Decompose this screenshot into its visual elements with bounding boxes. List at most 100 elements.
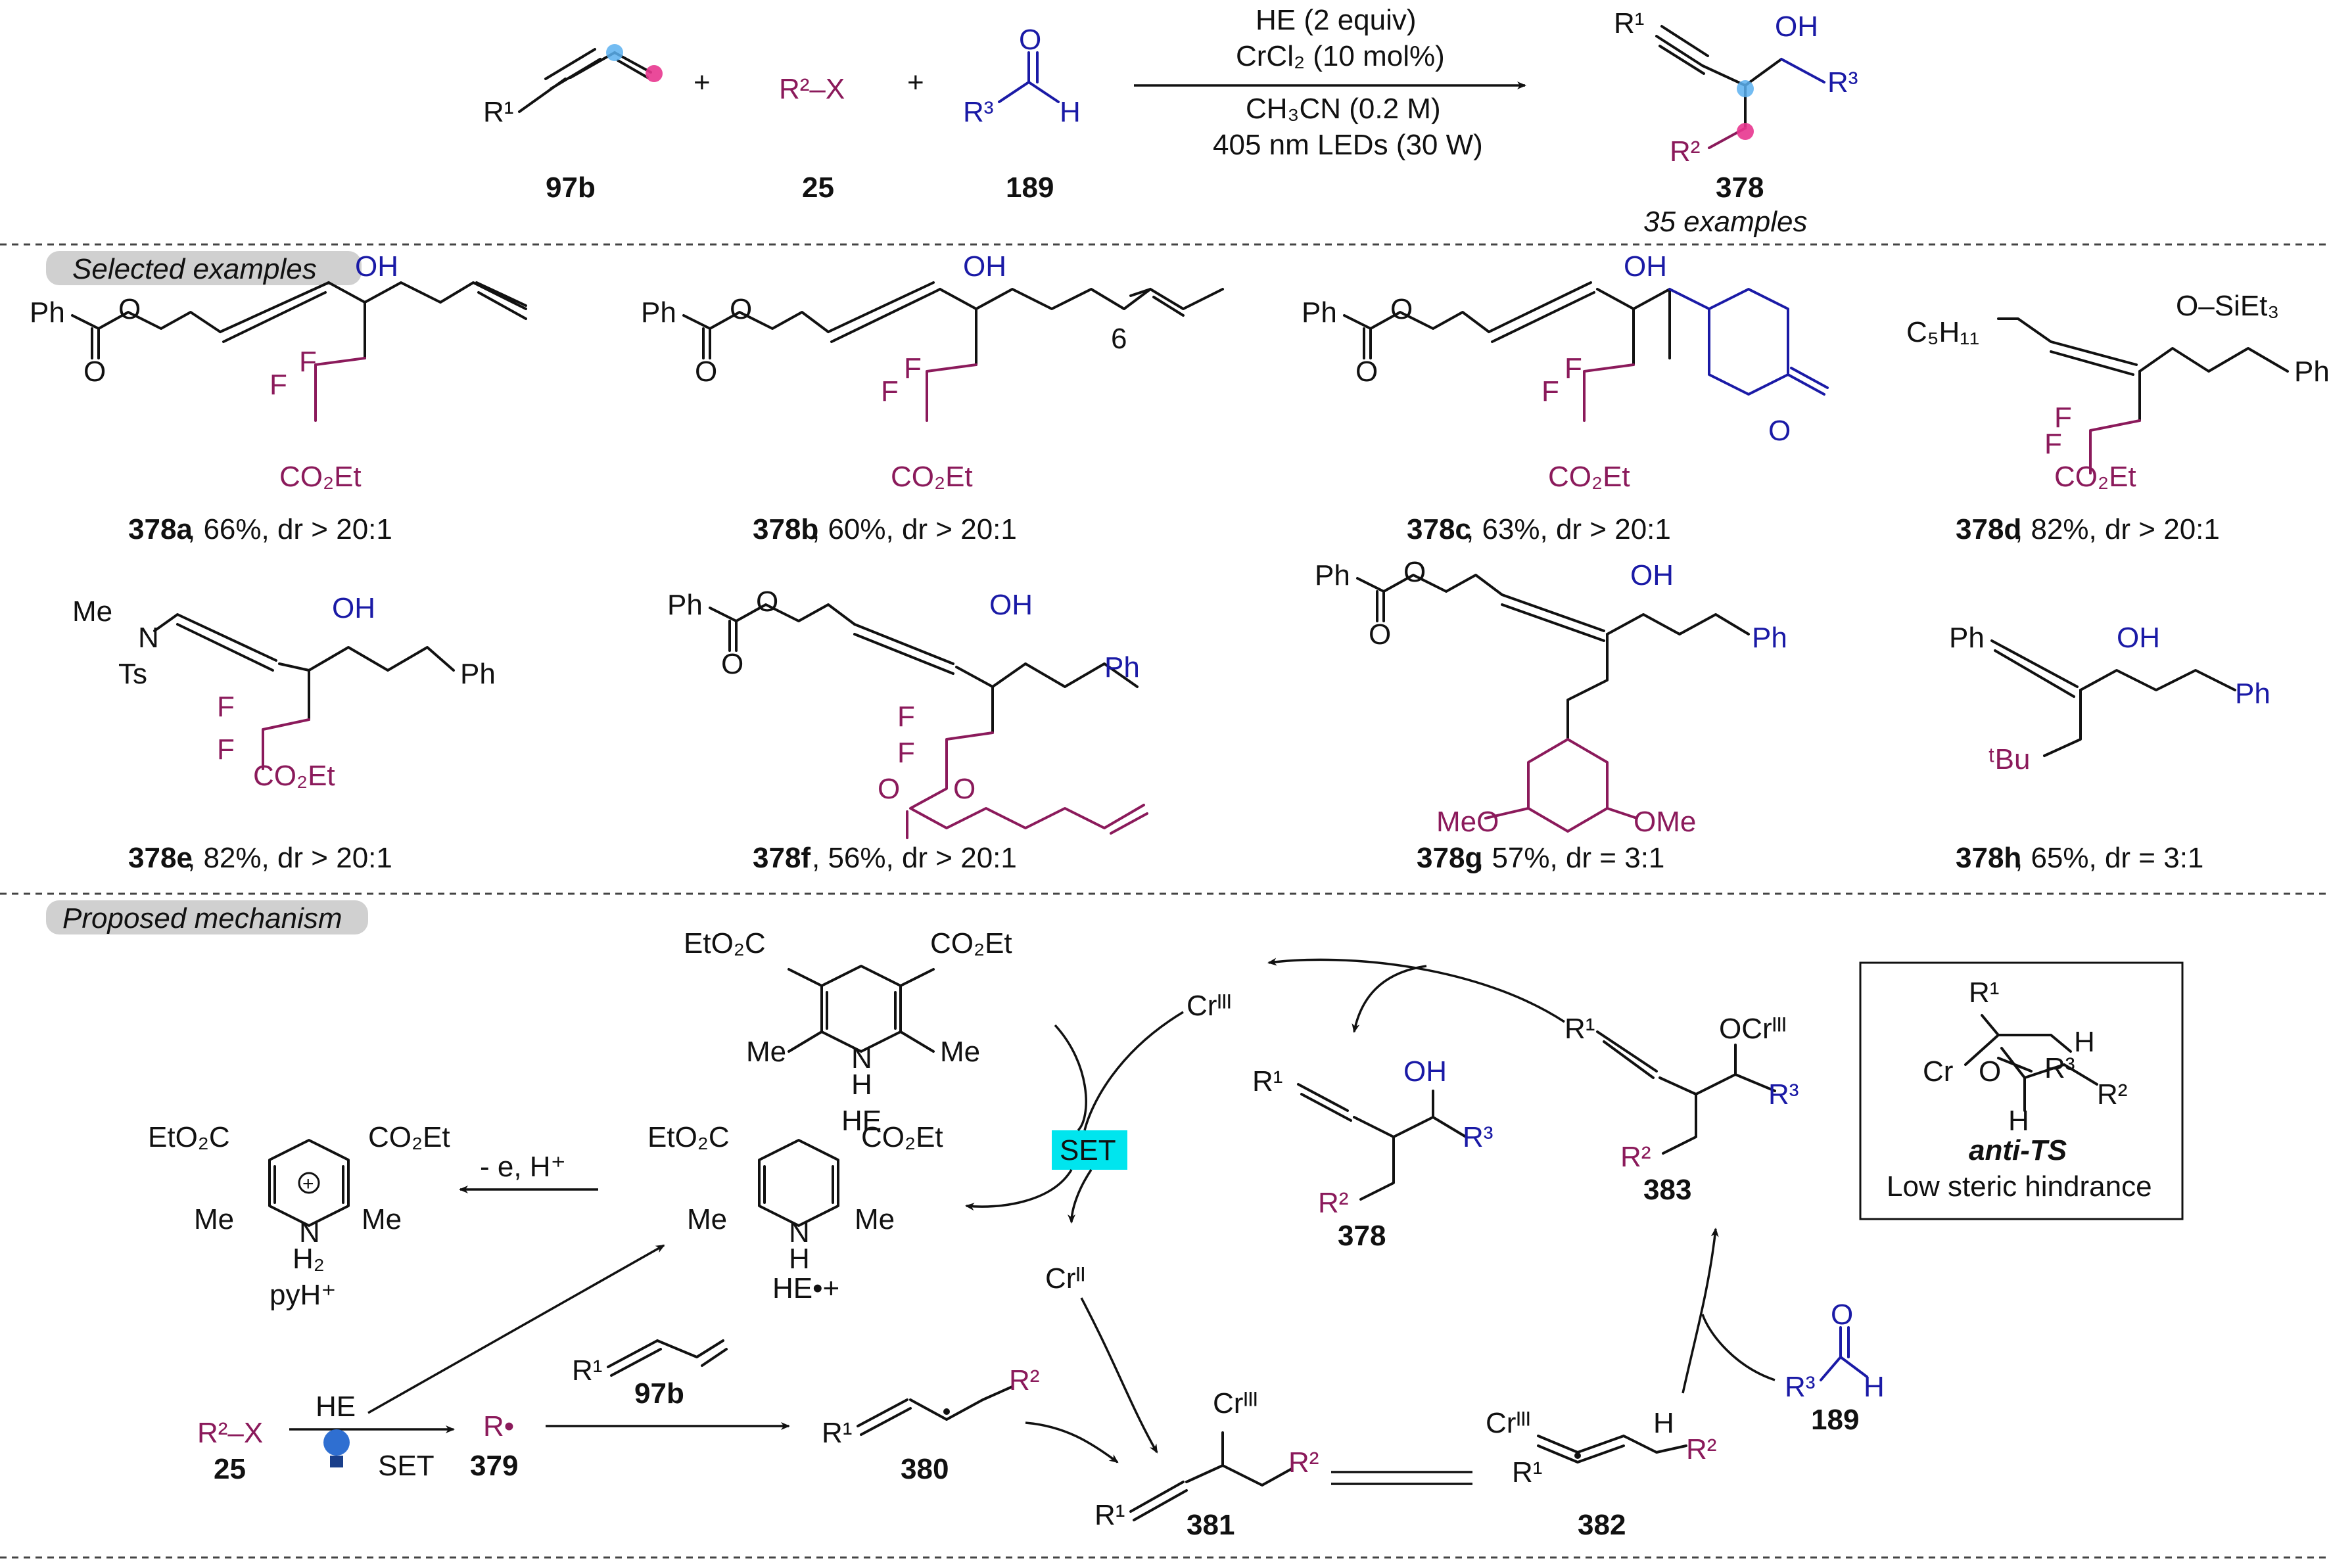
section-selected-examples: Selected examples	[72, 253, 317, 285]
ts-subtitle: Low steric hindrance	[1887, 1170, 2152, 1203]
label-97b-mech: 97b	[634, 1377, 684, 1410]
label-380: 380	[901, 1453, 949, 1485]
label-25: 25	[214, 1453, 246, 1485]
methyl-left: Me	[687, 1203, 727, 1235]
radical-capture-arrow	[1025, 1421, 1119, 1464]
plus-sign: +	[694, 66, 711, 99]
fluoro: F	[881, 375, 899, 407]
carbonyl-o-2: O	[878, 773, 900, 805]
he-oxidation-arrow	[367, 1244, 665, 1414]
example-id: 378f	[753, 842, 811, 874]
reagent-25: R²–X 25	[779, 73, 845, 204]
pink-radical-dot	[646, 65, 663, 82]
product-378-mech: R¹ OH R³ R² 378	[1252, 1055, 1493, 1252]
reaction-arrow: HE (2 equiv) CrCl₂ (10 mol%) CH₃CN (0.2 …	[1134, 4, 1526, 161]
example-id: 378g	[1417, 842, 1482, 874]
hantzsch-ester: EtO₂C CO₂Et Me Me N H HE	[684, 927, 1012, 1137]
reagent-label-97b: 97b	[546, 172, 596, 204]
ph-group: Ph	[1302, 296, 1337, 329]
he-radical-cation: EtO₂C CO₂Et Me Me N H HE•+	[647, 1121, 943, 1304]
r3-label: R³	[1463, 1121, 1493, 1153]
nh-h: H	[789, 1243, 810, 1275]
minus-e-label: - e, H⁺	[480, 1151, 566, 1183]
example-caption: , 65%, dr = 3:1	[2015, 842, 2203, 874]
ph-group-2: Ph	[1104, 651, 1140, 683]
nh: N	[851, 1042, 872, 1074]
fluoro-2: F	[217, 733, 235, 766]
ester-right: CO₂Et	[861, 1121, 943, 1153]
r1-label: R¹	[1512, 1456, 1542, 1488]
r3-label: R³	[2044, 1052, 2075, 1084]
oh-label: OH	[1403, 1055, 1447, 1088]
nh: N	[789, 1216, 810, 1249]
product-oh: OH	[1775, 11, 1818, 43]
ester-left: EtO₂C	[684, 927, 766, 959]
r1-label: R¹	[1252, 1065, 1282, 1097]
product-r1: R¹	[1614, 7, 1644, 39]
fluoro-2: F	[2054, 402, 2072, 434]
allenyl-382: Crᴵᴵᴵ R¹ H R² 382	[1486, 1407, 1716, 1541]
transition-state-box: R¹ H Cr O R³ R² H anti-TS Low steric hin…	[1859, 961, 2184, 1220]
example-id: 378d	[1956, 513, 2021, 545]
plus-charge: +	[302, 1173, 314, 1195]
r-radical: R•	[483, 1410, 514, 1442]
he-to-set-arrow	[1054, 1024, 1087, 1132]
label-382: 382	[1578, 1509, 1626, 1541]
hydroxyl: OH	[1630, 559, 1674, 591]
carbonyl-o: O	[695, 356, 717, 388]
set-to-cr2-arrow	[1068, 1169, 1093, 1224]
nitrogen: N	[138, 622, 159, 654]
condition-he: HE (2 equiv)	[1256, 4, 1417, 36]
label-189: 189	[1811, 1404, 1859, 1436]
example-id: 378c	[1407, 513, 1471, 545]
r2-label: R²	[1686, 1433, 1716, 1465]
fluoro: F	[897, 701, 915, 733]
r1-label: R¹	[572, 1354, 602, 1387]
label-378: 378	[1338, 1220, 1386, 1252]
product-r3: R³	[1827, 66, 1858, 99]
example-caption: , 57%, dr = 3:1	[1476, 842, 1664, 874]
set-badge	[1052, 1130, 1127, 1170]
reagent-label-25: 25	[802, 172, 834, 204]
tosyl: Ts	[118, 658, 147, 690]
cr-label: Cr	[1923, 1055, 1953, 1088]
ph-group-2: Ph	[1752, 622, 1787, 654]
ester-left: EtO₂C	[647, 1121, 730, 1153]
aldehyde-o: O	[1019, 24, 1041, 56]
ester-o: O	[730, 293, 752, 325]
fluoro-2: F	[897, 737, 915, 769]
enyne-97b-mech: R¹ 97b	[572, 1339, 728, 1410]
ester-group: CO₂Et	[253, 760, 335, 792]
example-id: 378b	[753, 513, 818, 545]
methyl: Me	[72, 595, 112, 628]
methyl-left: Me	[746, 1036, 786, 1068]
ester-group: CO₂Et	[2054, 461, 2136, 493]
fluoro: F	[217, 691, 235, 723]
ester-o: O	[118, 293, 141, 325]
allylchromium-381: R¹ Crᴵᴵᴵ R² 381	[1094, 1387, 1319, 1541]
ketone-o: O	[1768, 415, 1791, 447]
example-caption: , 60%, dr > 20:1	[812, 513, 1017, 545]
ph-group: Ph	[667, 589, 703, 621]
r2-label: R²	[1288, 1446, 1319, 1479]
cr3-label: Crᴵᴵᴵ	[1213, 1387, 1258, 1419]
set-badge-text: SET	[1060, 1134, 1116, 1166]
pink-radical-dot	[1737, 123, 1754, 140]
r3-label: R³	[963, 96, 993, 128]
ocr3-label: OCrᴵᴵᴵ	[1719, 1013, 1787, 1045]
r3-label: R³	[1785, 1371, 1815, 1403]
example-378h: Ph OH Ph ᵗBu 378h , 65%, dr = 3:1	[1949, 622, 2270, 874]
r1-label: R¹	[1094, 1499, 1125, 1531]
r2-label: R²	[1620, 1141, 1651, 1173]
example-caption: , 63%, dr > 20:1	[1466, 513, 1671, 545]
h-label: H	[2074, 1026, 2095, 1058]
hydroxyl: OH	[332, 592, 375, 624]
example-378d: C₅H₁₁ O–SiEt₃ Ph F F CO₂Et 378d , 82%, d…	[1906, 290, 2329, 545]
methyl-right: Me	[362, 1203, 402, 1235]
section-label-box	[46, 251, 362, 285]
product-label: 378	[1716, 172, 1764, 204]
example-id: 378e	[128, 842, 193, 874]
ester-o: O	[1403, 556, 1426, 588]
ph-group: Ph	[460, 658, 496, 690]
